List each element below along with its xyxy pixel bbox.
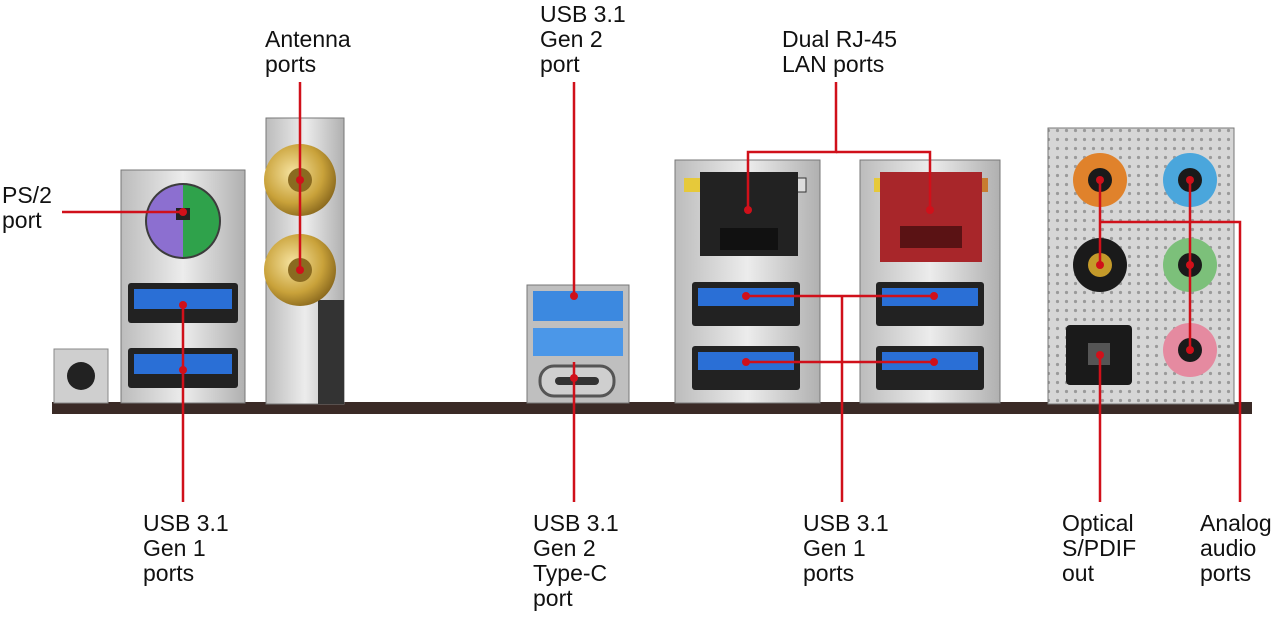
label-antenna-ports: Antenna ports [265,27,351,77]
label-line: ports [265,51,317,77]
label-line: Gen 1 [803,535,866,561]
ps2-usb-stack [120,169,246,404]
label-optical-spdif: Optical S/PDIF out [1062,511,1136,586]
label-line: port [2,207,42,233]
label-line: ports [1200,560,1252,586]
label-line: Analog [1200,510,1272,536]
label-line: ports [803,560,855,586]
label-line: LAN ports [782,51,885,77]
label-line: USB 3.1 [803,510,889,536]
label-line: USB 3.1 [533,510,619,536]
label-line: USB 3.1 [143,510,229,536]
label-usb-gen1-left: USB 3.1 Gen 1 ports [143,511,229,586]
label-line: Gen 1 [143,535,206,561]
label-line: PS/2 [2,182,52,208]
label-line: Dual RJ-45 [782,26,898,52]
audio-panel [1047,127,1235,405]
label-usb-gen1-right: USB 3.1 Gen 1 ports [803,511,889,586]
label-usb-typec: USB 3.1 Gen 2 Type-C port [533,511,619,611]
clear-cmos-button [53,348,109,404]
callout-dots [179,176,1194,382]
label-line: Gen 2 [533,535,596,561]
label-usb-gen2-port: USB 3.1 Gen 2 port [540,2,626,77]
label-line: USB 3.1 [540,1,626,27]
label-dual-lan-ports: Dual RJ-45 LAN ports [782,27,897,77]
label-line: audio [1200,535,1257,561]
label-line: port [533,585,573,611]
usb-gen2-stack [526,284,630,404]
antenna-bracket [264,117,345,405]
label-line: port [540,51,580,77]
label-line: Gen 2 [540,26,603,52]
label-line: ports [143,560,195,586]
label-ps2-port: PS/2 port [2,183,52,233]
label-line: Optical [1062,510,1134,536]
label-line: Antenna [265,26,351,52]
label-line: S/PDIF [1062,535,1137,561]
label-line: out [1062,560,1094,586]
label-line: Type-C [533,560,608,586]
label-analog-audio: Analog audio ports [1200,511,1272,586]
board-strip [52,402,1252,414]
